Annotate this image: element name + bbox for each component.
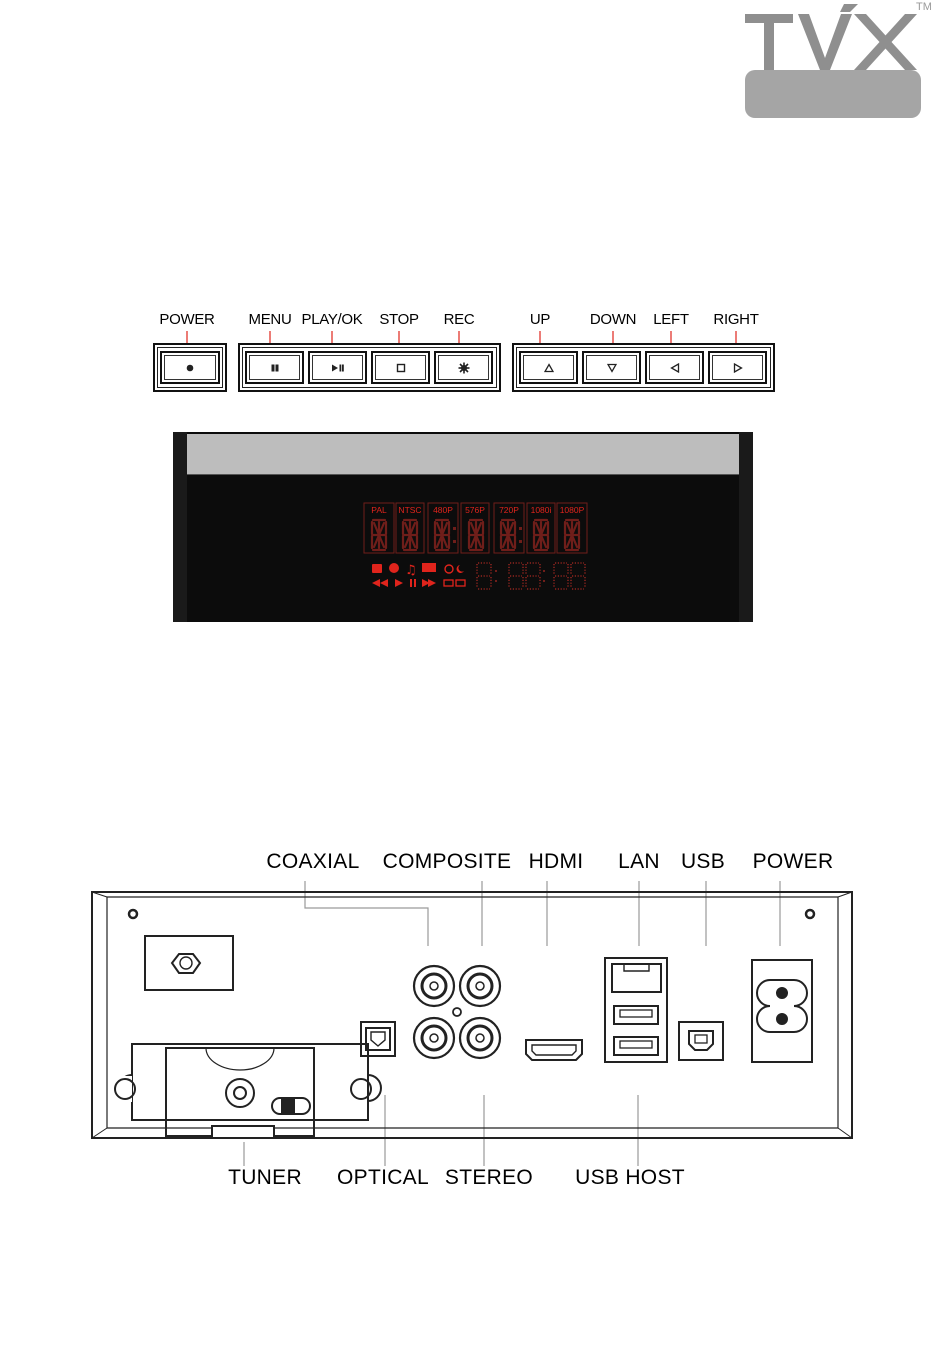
vfd-display: ♫	[0, 0, 950, 640]
optical-port	[361, 1022, 395, 1056]
hdmi-port	[526, 1040, 582, 1060]
format-label-576p: 576P	[465, 505, 485, 515]
composite-label: COMPOSITE	[383, 850, 512, 874]
screw-holes	[129, 910, 814, 918]
lan-usb-host-block	[605, 958, 667, 1062]
chassis	[92, 892, 852, 1138]
format-label-1080p: 1080P	[560, 505, 585, 515]
lan-label: LAN	[618, 850, 660, 874]
format-label-1080i: 1080i	[531, 505, 552, 515]
format-label-ntsc: NTSC	[398, 505, 421, 515]
rear-leader-lines	[244, 881, 780, 1166]
hdmi-label: HDMI	[529, 850, 584, 874]
rca-ports	[414, 966, 500, 1058]
svg-text:♫: ♫	[405, 563, 417, 578]
usb-label: USB	[681, 850, 725, 874]
usb-device-port	[679, 1022, 723, 1060]
rear-panel	[0, 880, 950, 1170]
format-label-480p: 480P	[433, 505, 453, 515]
coaxial-label: COAXIAL	[266, 850, 359, 874]
format-label-pal: PAL	[371, 505, 386, 515]
power-inlet	[752, 960, 812, 1062]
tuner-module	[115, 1044, 381, 1138]
blank-plate	[145, 936, 233, 990]
power-port-label: POWER	[753, 850, 834, 874]
format-label-720p: 720P	[499, 505, 519, 515]
status-icons: ♫	[372, 563, 465, 587]
